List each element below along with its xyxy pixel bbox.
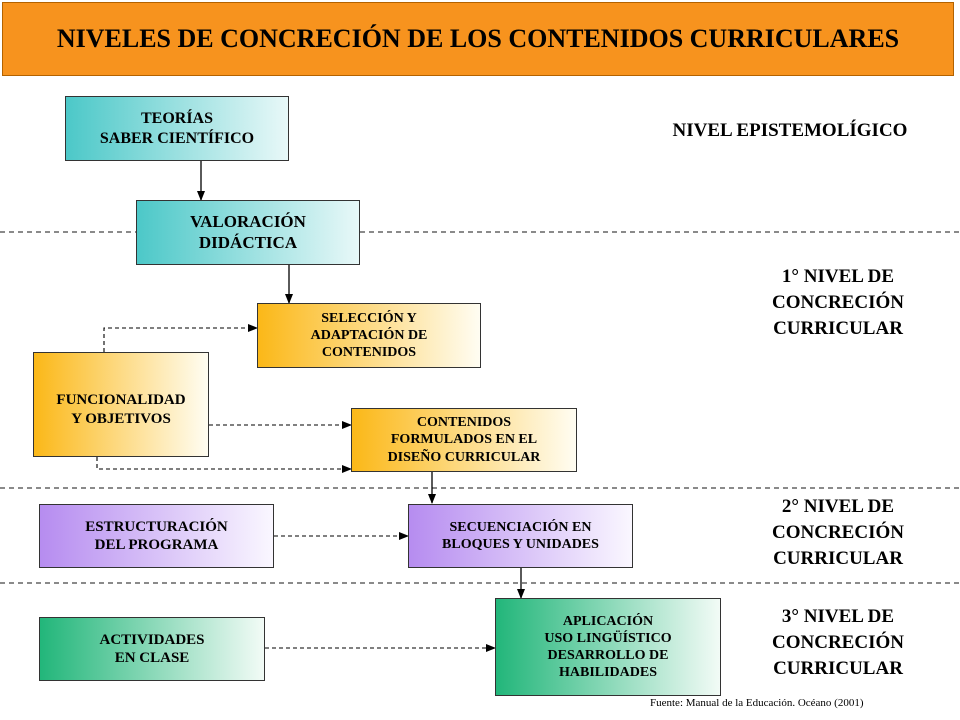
source-note: Fuente: Manual de la Educación. Océano (…: [650, 697, 864, 709]
box-secuenciacion: SECUENCIACIÓN EN BLOQUES Y UNIDADES: [408, 504, 633, 568]
dashed-arrow-funcionalidad-seleccion: [103, 324, 258, 352]
box-funcionalidad: FUNCIONALIDAD Y OBJETIVOS: [33, 352, 209, 457]
box-estructuracion: ESTRUCTURACIÓN DEL PROGRAMA: [39, 504, 274, 568]
level-label-3: 3° NIVEL DE CONCRECIÓN CURRICULAR: [772, 606, 904, 680]
box-aplicacion: APLICACIÓN USO LINGÜÍSTICO DESARROLLO DE…: [495, 598, 721, 696]
box-actividades: ACTIVIDADES EN CLASE: [39, 617, 265, 681]
level-label-epistemologico: NIVEL EPISTEMOLÍGICO: [672, 120, 908, 141]
box-seleccion: SELECCIÓN Y ADAPTACIÓN DE CONTENIDOS: [257, 303, 481, 368]
dashed-arrow-funcionalidad-contenidos-lower: [96, 457, 352, 473]
level-label-2: 2° NIVEL DE CONCRECIÓN CURRICULAR: [772, 496, 904, 570]
box-contenidos: CONTENIDOS FORMULADOS EN EL DISEÑO CURRI…: [351, 408, 577, 472]
box-valoracion: VALORACIÓN DIDÁCTICA: [136, 200, 360, 265]
level-label-1: 1° NIVEL DE CONCRECIÓN CURRICULAR: [772, 266, 904, 340]
title-bar: NIVELES DE CONCRECIÓN DE LOS CONTENIDOS …: [2, 2, 954, 76]
page-title: NIVELES DE CONCRECIÓN DE LOS CONTENIDOS …: [56, 24, 900, 53]
box-teorias: TEORÍAS SABER CIENTÍFICO: [65, 96, 289, 161]
